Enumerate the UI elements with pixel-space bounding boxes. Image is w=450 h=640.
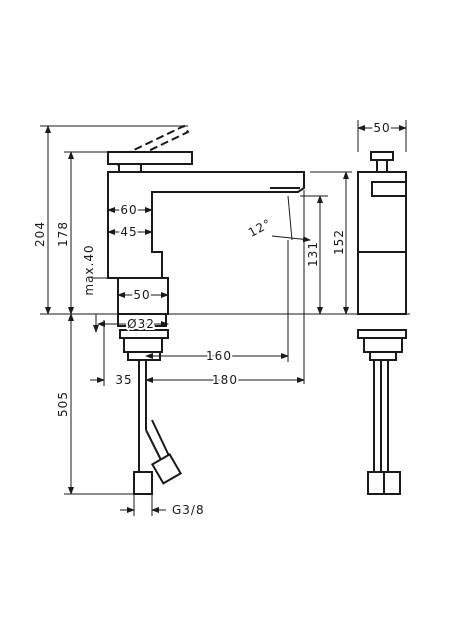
side-view — [357, 151, 407, 495]
dim-label-204: 204 — [33, 221, 47, 247]
lever-handle — [107, 151, 193, 165]
dim-label-45: 45 — [120, 225, 137, 239]
dim-label-160: 160 — [206, 349, 232, 363]
mount-nut-top — [119, 329, 169, 339]
dim-label-12deg: 12° — [246, 216, 274, 240]
side-spout-face — [371, 181, 407, 197]
dim-label-50-base: 50 — [133, 288, 150, 302]
dim-label-180: 180 — [212, 373, 238, 387]
side-knob-top — [370, 151, 394, 161]
side-nut-bottom — [369, 351, 397, 361]
fitting-right — [150, 452, 183, 485]
dim-label-50-side: 50 — [373, 121, 390, 135]
dim-label-35: 35 — [115, 373, 132, 387]
dimension-labels: 204 178 max.40 60 45 50 Ø32 12° 131 152 … — [33, 119, 392, 517]
dim-label-60: 60 — [120, 203, 137, 217]
side-nut — [363, 337, 403, 353]
dim-label-131: 131 — [306, 241, 320, 267]
hose-right-outer — [151, 419, 171, 459]
dim-label-505: 505 — [56, 391, 70, 417]
lever-cap — [118, 163, 142, 173]
side-flange — [357, 329, 407, 339]
dim-label-152: 152 — [332, 229, 346, 255]
dim-label-g38: G3/8 — [172, 503, 205, 517]
front-view — [107, 124, 305, 495]
dimension-lines — [40, 120, 410, 516]
side-knob-stem — [376, 159, 388, 173]
fitting-left — [133, 471, 153, 495]
side-fitting-b — [383, 471, 401, 495]
side-fitting-a — [367, 471, 385, 495]
dim-label-d32: Ø32 — [127, 317, 155, 331]
dim-label-178: 178 — [56, 221, 70, 247]
hose-right — [145, 429, 163, 463]
mount-nut — [123, 337, 163, 353]
dim-label-max-40: max.40 — [82, 244, 96, 295]
lever-open-outline — [111, 124, 190, 168]
